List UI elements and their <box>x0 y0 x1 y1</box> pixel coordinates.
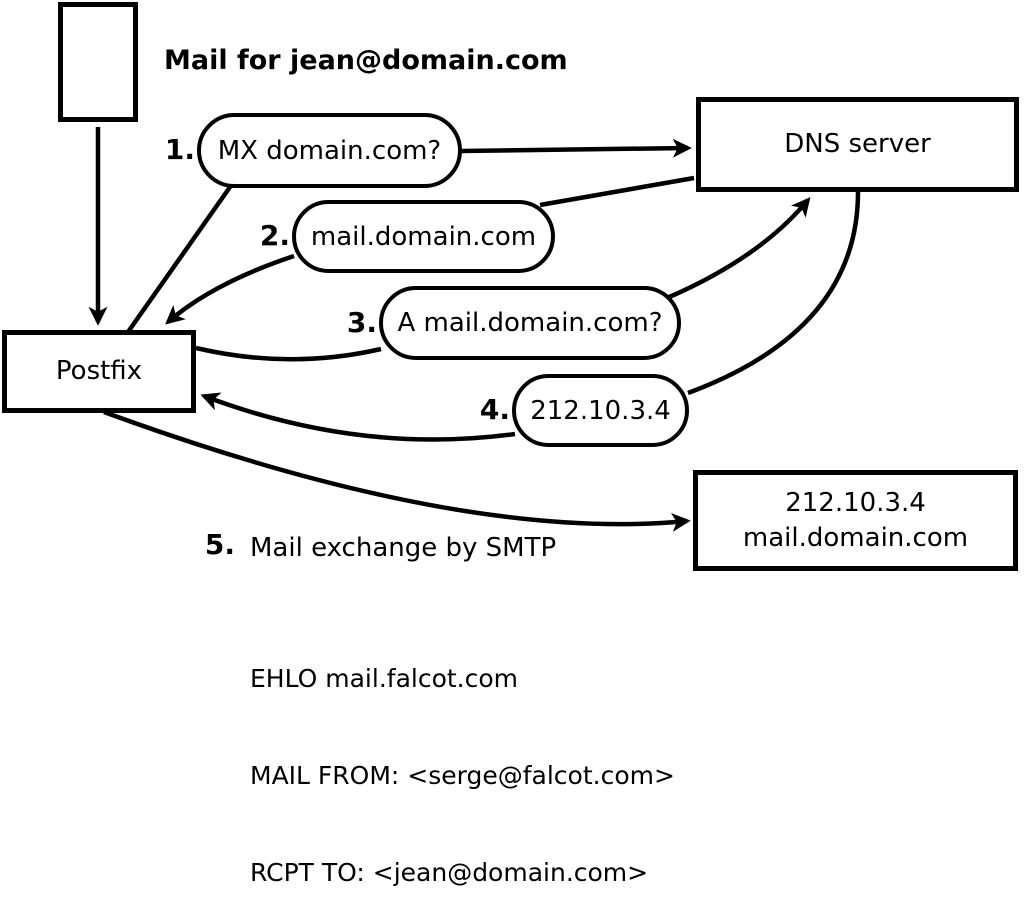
line-dns-to-mx-answer <box>539 175 695 208</box>
step-number-5: 5. <box>204 528 235 561</box>
smtp-transcript: EHLO mail.falcot.com MAIL FROM: <serge@f… <box>250 598 675 919</box>
step-number-3: 3. <box>346 306 377 339</box>
line-postfix-to-a-query <box>195 345 382 362</box>
smtp-line-mail-from: MAIL FROM: <serge@falcot.com> <box>250 761 675 791</box>
smtp-line-rcpt-to: RCPT TO: <jean@domain.com> <box>250 858 649 888</box>
arrow-a-answer-to-postfix <box>200 392 516 442</box>
arrow-mx-query-to-dns <box>460 138 692 158</box>
bubble-mx-query-label: MX domain.com? <box>217 135 442 166</box>
diagram-title: Mail for jean@domain.com <box>164 45 568 76</box>
step-5-label: Mail exchange by SMTP <box>250 533 557 563</box>
step-number-2: 2. <box>259 219 290 252</box>
step-number-1: 1. <box>164 133 195 166</box>
arrow-postfix-to-mail-server <box>103 409 691 532</box>
bubble-mx-answer: mail.domain.com <box>292 200 555 273</box>
bubble-mx-answer-label: mail.domain.com <box>310 221 537 252</box>
bubble-a-query: A mail.domain.com? <box>379 286 681 360</box>
bubble-a-answer-label: 212.10.3.4 <box>530 395 671 426</box>
bubble-a-answer: 212.10.3.4 <box>512 374 689 447</box>
dns-server-label: DNS server <box>784 129 931 160</box>
arrow-mx-answer-to-postfix <box>165 253 295 325</box>
line-postfix-to-mx-query <box>126 185 232 334</box>
node-mail-server: 212.10.3.4 mail.domain.com <box>693 470 1018 571</box>
node-postfix: Postfix <box>2 330 196 413</box>
step-number-4: 4. <box>479 393 510 426</box>
smtp-line-ehlo: EHLO mail.falcot.com <box>250 663 519 693</box>
envelope-icon <box>58 2 138 122</box>
node-dns-server: DNS server <box>696 97 1019 192</box>
bubble-a-query-label: A mail.domain.com? <box>397 308 663 338</box>
arrow-a-query-to-dns <box>666 197 811 301</box>
postfix-label: Postfix <box>55 356 143 387</box>
mail-server-hostname: mail.domain.com <box>742 522 969 553</box>
line-dns-to-a-answer <box>687 191 861 396</box>
mail-server-ip: 212.10.3.4 <box>785 487 926 518</box>
bubble-mx-query: MX domain.com? <box>197 113 462 188</box>
